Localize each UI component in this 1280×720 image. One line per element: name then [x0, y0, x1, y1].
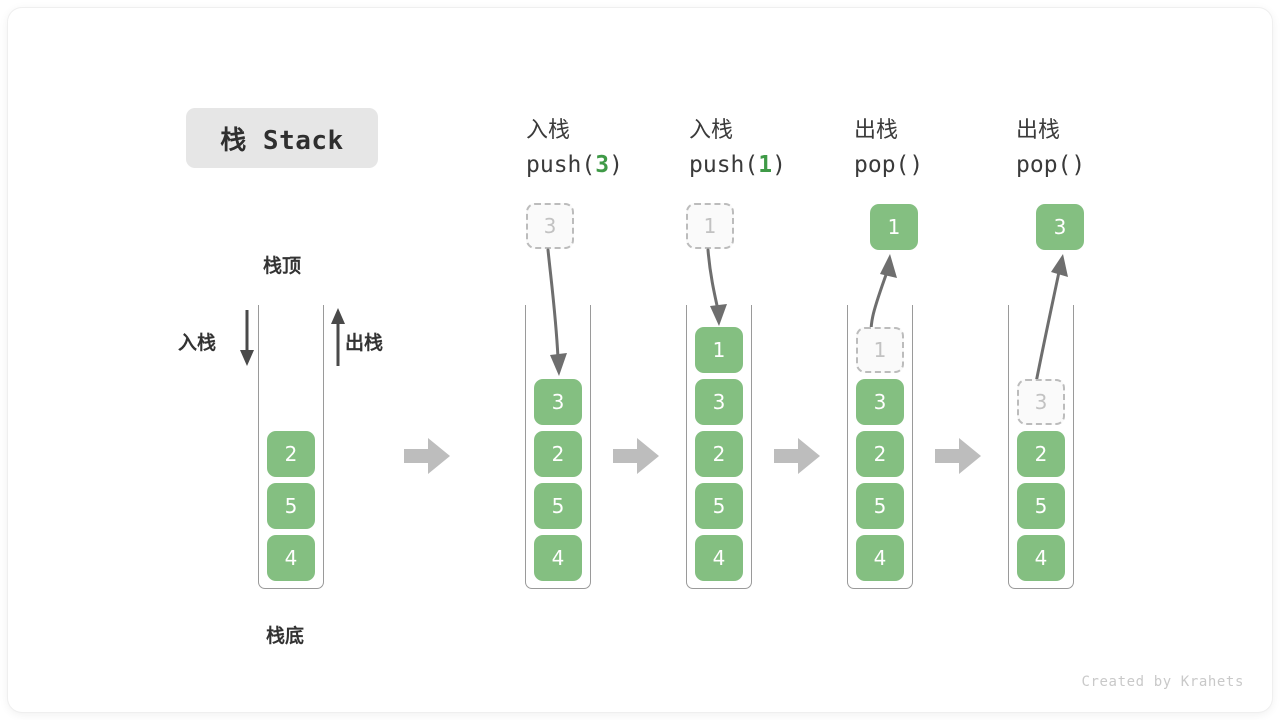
- code-prefix: pop(: [854, 152, 910, 178]
- page-title: 栈 Stack: [186, 108, 378, 168]
- code-argument: 1: [758, 152, 773, 178]
- push-motion-arrow-icon: [546, 248, 567, 376]
- stack-cell: 1: [695, 327, 743, 373]
- panel-header-cn: 入栈: [526, 118, 571, 143]
- stack-cell: 2: [267, 431, 315, 477]
- panel-header-code: pop(): [1016, 148, 1186, 182]
- panel-header-cn: 入栈: [689, 118, 734, 143]
- panel-header-pop-3: 出栈 pop(): [1016, 114, 1186, 182]
- panel-header-push-1: 入栈 push(1): [689, 114, 859, 182]
- stack-cell: 5: [534, 483, 582, 529]
- diagram-canvas: 栈 Stack 栈顶 栈底 入栈 出栈 2 5 4 入栈 push(3) 3 3…: [8, 8, 1272, 712]
- stack-cell: 4: [695, 535, 743, 581]
- stack-cell: 5: [267, 483, 315, 529]
- stack-container-initial: 2 5 4: [258, 305, 324, 589]
- stack-cell: 2: [856, 431, 904, 477]
- code-suffix: ): [609, 152, 623, 178]
- stack-cell: 4: [267, 535, 315, 581]
- stack-cell: 4: [1017, 535, 1065, 581]
- stack-ghost-cell: 1: [856, 327, 904, 373]
- panel-header-cn: 出栈: [1016, 118, 1061, 143]
- panel-header-code: pop(): [854, 148, 1024, 182]
- watermark: Created by Krahets: [1081, 674, 1244, 690]
- push-motion-arrow-icon: [706, 248, 727, 326]
- separator-arrow-icon: [613, 438, 659, 474]
- stack-cell: 5: [695, 483, 743, 529]
- code-prefix: push(: [526, 152, 596, 178]
- stack-cell: 3: [534, 379, 582, 425]
- separator-arrow-icon: [404, 438, 450, 474]
- push-arrow-icon: [240, 310, 254, 366]
- panel-header-push-3: 入栈 push(3): [526, 114, 696, 182]
- stack-cell: 4: [856, 535, 904, 581]
- code-argument: 3: [595, 152, 610, 178]
- stack-container-push-3: 3 2 5 4: [525, 305, 591, 589]
- stack-container-pop-3: 3 2 5 4: [1008, 305, 1074, 589]
- stack-container-pop-1: 1 3 2 5 4: [847, 305, 913, 589]
- popped-value-cell: 1: [870, 204, 918, 250]
- stack-container-push-1: 1 3 2 5 4: [686, 305, 752, 589]
- panel-header-pop-1: 出栈 pop(): [854, 114, 1024, 182]
- stack-cell: 4: [534, 535, 582, 581]
- panel-header-code: push(3): [526, 148, 696, 182]
- code-prefix: push(: [689, 152, 759, 178]
- panel-header-code: push(1): [689, 148, 859, 182]
- stack-cell: 2: [695, 431, 743, 477]
- separator-arrow-icon: [935, 438, 981, 474]
- stack-cell: 3: [856, 379, 904, 425]
- stack-cell: 5: [856, 483, 904, 529]
- code-prefix: pop(: [1016, 152, 1072, 178]
- code-suffix: ): [909, 152, 924, 178]
- stack-bottom-label: 栈底: [266, 625, 305, 647]
- code-suffix: ): [772, 152, 786, 178]
- popped-value-cell: 3: [1036, 204, 1084, 250]
- stack-ghost-cell: 3: [1017, 379, 1065, 425]
- stack-cell: 3: [695, 379, 743, 425]
- stack-cell: 5: [1017, 483, 1065, 529]
- floating-ghost-cell: 3: [526, 203, 574, 249]
- push-label: 入栈: [178, 332, 217, 354]
- separator-arrow-icon: [774, 438, 820, 474]
- panel-header-cn: 出栈: [854, 118, 899, 143]
- stack-cell: 2: [1017, 431, 1065, 477]
- floating-ghost-cell: 1: [686, 203, 734, 249]
- stack-top-label: 栈顶: [263, 255, 302, 277]
- code-suffix: ): [1071, 152, 1086, 178]
- pop-arrow-icon: [331, 308, 345, 366]
- pop-label: 出栈: [345, 332, 384, 354]
- stack-cell: 2: [534, 431, 582, 477]
